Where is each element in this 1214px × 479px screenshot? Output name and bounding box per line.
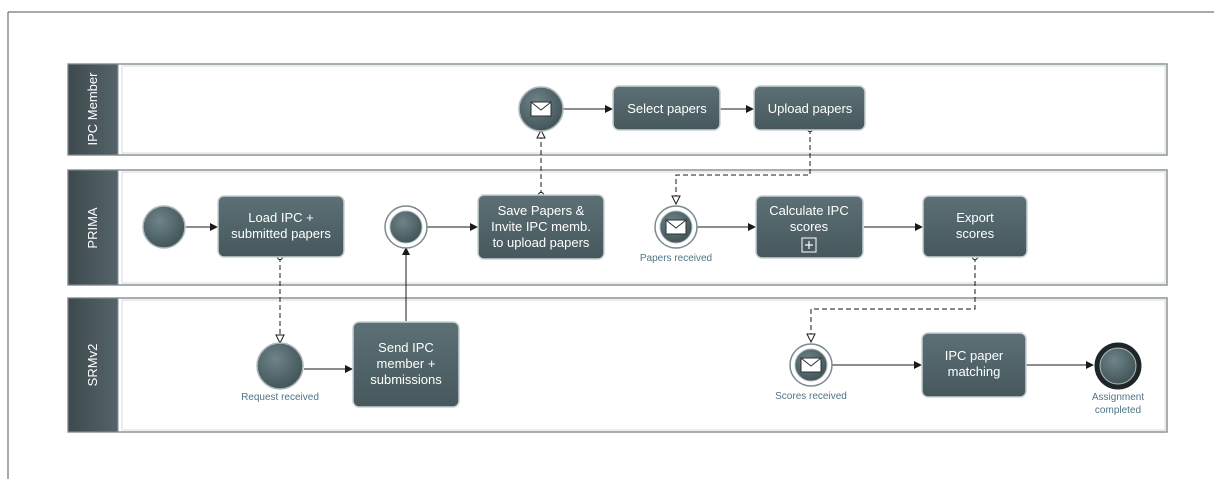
sequence-flows [186,105,1094,373]
task-export-scores-line1: Export [956,210,994,225]
end-event[interactable] [1094,342,1142,390]
task-upload-papers-label: Upload papers [768,101,853,116]
lane-ipc-member: IPC Member [67,63,1168,156]
lane-title-prima: PRIMA [85,207,100,249]
subprocess-expand-icon[interactable] [801,237,817,253]
task-load-ipc-line1: Load IPC + [248,210,313,225]
task-send-ipc-line1: Send IPC [378,340,434,355]
task-save-papers-line2: Invite IPC memb. [491,219,591,234]
task-ipc-matching-line1: IPC paper [945,348,1004,363]
task-ipc-matching[interactable]: IPC paper matching [921,332,1027,398]
assignment-completed-label-line2: completed [1095,405,1141,416]
task-export-scores-line2: scores [956,226,995,241]
papers-received-event[interactable] [654,205,698,249]
papers-received-label: Papers received [640,253,712,264]
task-load-ipc-line2: submitted papers [231,226,331,241]
task-select-papers-label: Select papers [627,101,707,116]
scores-received-label: Scores received [775,391,847,402]
scores-received-event[interactable] [789,343,833,387]
start-event[interactable] [142,205,186,249]
task-send-ipc[interactable]: Send IPC member + submissions [352,321,460,408]
task-save-papers-line1: Save Papers & [498,203,585,218]
task-load-ipc[interactable]: Load IPC + submitted papers [217,195,345,258]
task-save-papers-line3: to upload papers [493,235,590,250]
task-ipc-matching-line2: matching [948,364,1001,379]
task-send-ipc-line3: submissions [370,372,442,387]
request-received-label: Request received [241,392,319,403]
intermediate-catch-event[interactable] [384,205,428,249]
task-send-ipc-line2: member + [377,356,436,371]
task-save-papers[interactable]: Save Papers & Invite IPC memb. to upload… [477,194,605,260]
msgflow-upload-to-papers [676,129,810,204]
lane-srmv2: SRMv2 [67,297,1168,433]
task-export-scores[interactable]: Export scores [922,195,1028,258]
envelope-icon [530,101,552,117]
envelope-icon [800,357,822,373]
envelope-icon [665,219,687,235]
message-flows [280,129,975,343]
task-calculate-ipc-line2: scores [790,219,829,234]
lane-title-ipc-member: IPC Member [85,72,100,146]
request-received-event[interactable] [256,342,304,390]
task-calculate-ipc-line1: Calculate IPC [769,203,848,218]
assignment-completed-label-line1: Assignment [1092,392,1144,403]
msgflow-export-to-scores [811,257,975,342]
task-calculate-ipc[interactable]: Calculate IPC scores [755,195,864,259]
task-upload-papers[interactable]: Upload papers [753,85,866,131]
message-start-event-ipc[interactable] [518,86,564,132]
lane-title-srmv2: SRMv2 [85,344,100,387]
task-select-papers[interactable]: Select papers [612,85,721,131]
